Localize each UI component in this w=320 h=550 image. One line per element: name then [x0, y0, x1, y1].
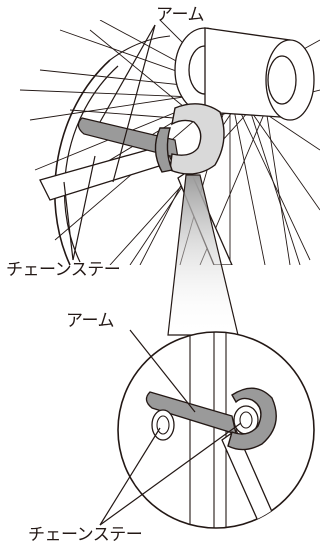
label-chainstay-bottom: チェーンステー — [28, 525, 143, 545]
wheel-overview — [19, 20, 320, 265]
label-chainstay-mid: チェーンステー — [6, 260, 121, 280]
hook-clip-detail — [227, 387, 277, 451]
label-arm-top: アーム — [156, 5, 204, 25]
leader-lines — [63, 24, 242, 526]
arm-part-detail — [145, 391, 237, 435]
wheel-hub — [174, 27, 315, 121]
label-arm-detail: アーム — [66, 311, 114, 331]
detail-circle — [117, 331, 315, 529]
chain-guard-clip — [154, 103, 225, 175]
